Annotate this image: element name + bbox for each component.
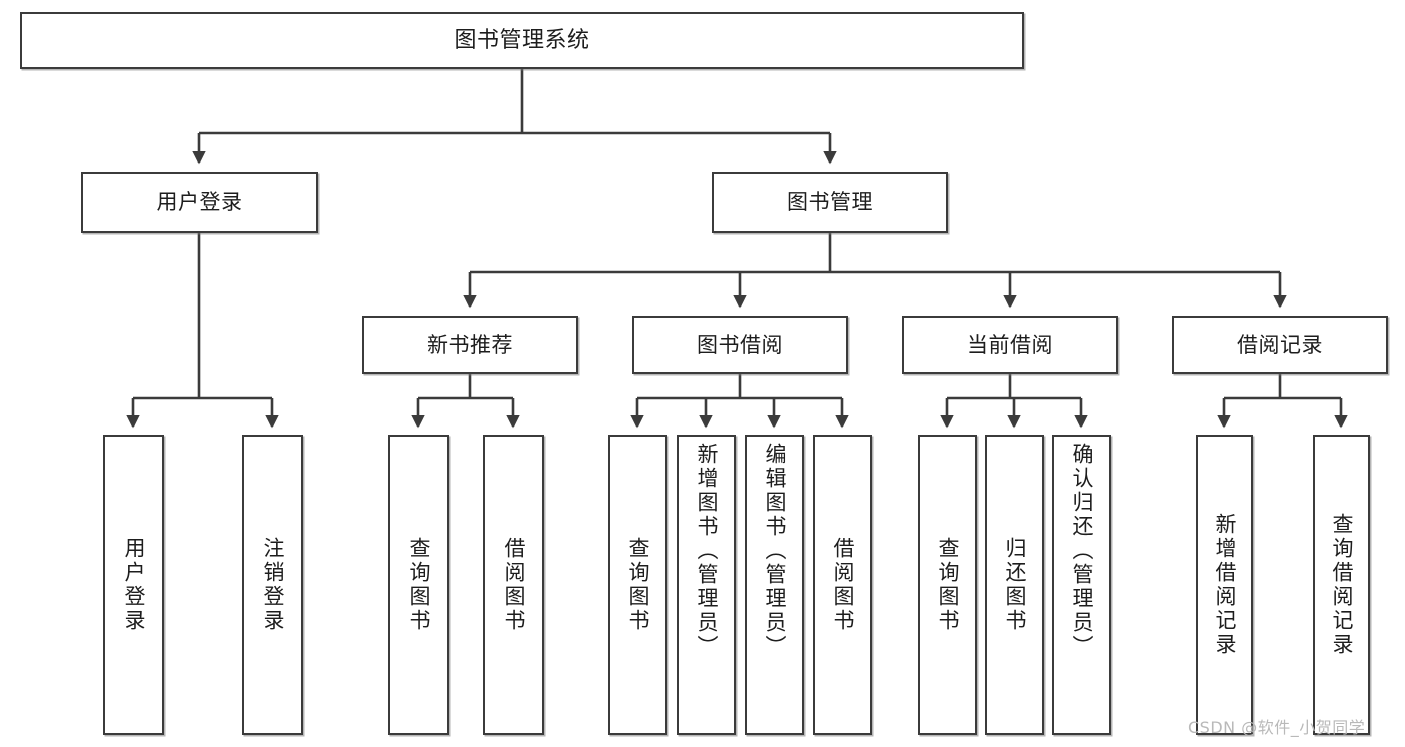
node-label: 确认归还（管理员） xyxy=(1070,443,1094,659)
node-label: 图书借阅 xyxy=(697,332,783,357)
leaf-return-book[interactable]: 归还图书 xyxy=(985,435,1044,735)
node-new-book-rec[interactable]: 新书推荐 xyxy=(362,316,578,374)
node-label: 编辑图书（管理员） xyxy=(763,443,787,659)
leaf-query-book-2[interactable]: 查询图书 xyxy=(608,435,667,735)
leaf-borrow-book-2[interactable]: 借阅图书 xyxy=(813,435,872,735)
node-label: 图书管理系统 xyxy=(454,27,590,53)
node-label: 注销登录 xyxy=(261,537,285,633)
node-label: 查询图书 xyxy=(626,537,650,633)
node-label: 查询借阅记录 xyxy=(1330,513,1354,657)
node-current-borrow[interactable]: 当前借阅 xyxy=(902,316,1118,374)
node-label: 查询图书 xyxy=(936,537,960,633)
leaf-user-logout[interactable]: 注销登录 xyxy=(242,435,303,735)
node-label: 用户登录 xyxy=(156,190,243,215)
node-root-system[interactable]: 图书管理系统 xyxy=(20,12,1024,69)
leaf-user-login[interactable]: 用户登录 xyxy=(103,435,164,735)
node-label: 用户登录 xyxy=(122,537,146,633)
node-label: 图书管理 xyxy=(787,190,873,215)
leaf-add-record[interactable]: 新增借阅记录 xyxy=(1196,435,1253,735)
leaf-edit-book[interactable]: 编辑图书（管理员） xyxy=(745,435,804,735)
node-label: 新书推荐 xyxy=(427,332,513,357)
node-label: 归还图书 xyxy=(1003,537,1027,633)
node-user-login[interactable]: 用户登录 xyxy=(81,172,318,233)
leaf-add-book[interactable]: 新增图书（管理员） xyxy=(677,435,736,735)
node-label: 借阅图书 xyxy=(502,537,526,633)
node-borrow-record[interactable]: 借阅记录 xyxy=(1172,316,1388,374)
node-label: 查询图书 xyxy=(407,537,431,633)
node-label: 新增借阅记录 xyxy=(1213,513,1237,657)
node-label: 当前借阅 xyxy=(967,332,1053,357)
leaf-borrow-book-1[interactable]: 借阅图书 xyxy=(483,435,544,735)
leaf-query-book-1[interactable]: 查询图书 xyxy=(388,435,449,735)
leaf-confirm-return[interactable]: 确认归还（管理员） xyxy=(1052,435,1111,735)
leaf-query-record[interactable]: 查询借阅记录 xyxy=(1313,435,1370,735)
node-label: 新增图书（管理员） xyxy=(695,443,719,659)
csdn-watermark: CSDN @软件_小贺同学 xyxy=(1188,718,1366,737)
leaf-query-book-3[interactable]: 查询图书 xyxy=(918,435,977,735)
node-label: 借阅图书 xyxy=(831,537,855,633)
node-label: 借阅记录 xyxy=(1237,332,1323,357)
node-book-borrow[interactable]: 图书借阅 xyxy=(632,316,848,374)
node-book-manage[interactable]: 图书管理 xyxy=(712,172,948,233)
